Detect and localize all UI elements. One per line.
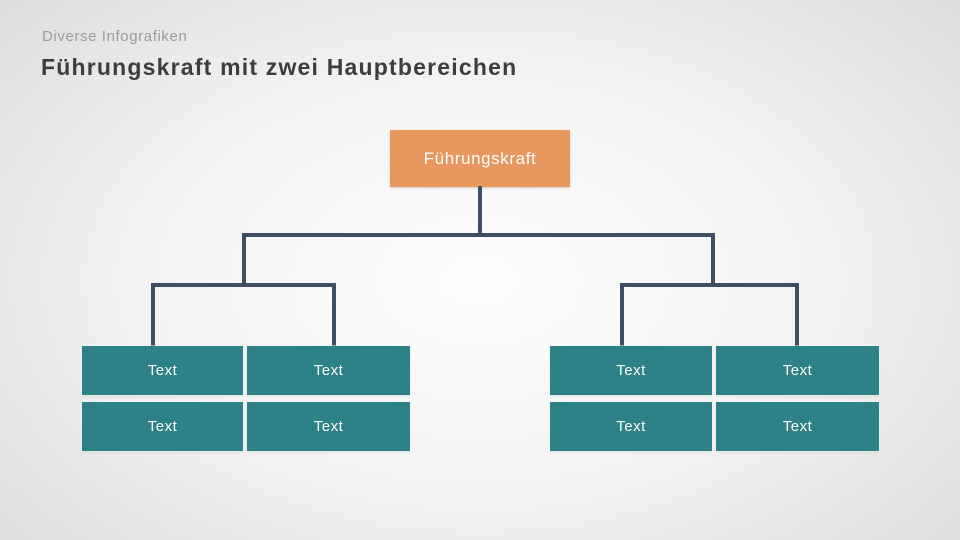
org-child-box: Text [247, 402, 410, 451]
page-title: Führungskraft mit zwei Hauptbereichen [41, 54, 518, 80]
connector-level1-bracket [242, 233, 715, 287]
org-child-box: Text [716, 402, 879, 451]
org-root-box: Führungskraft [390, 130, 570, 187]
org-child-box: Text [82, 346, 243, 395]
org-child-box: Text [247, 346, 410, 395]
org-child-box: Text [550, 346, 712, 395]
org-child-box: Text [550, 402, 712, 451]
org-child-box: Text [82, 402, 243, 451]
connector-left-group-bracket [151, 283, 336, 346]
org-child-box: Text [716, 346, 879, 395]
connector-right-group-bracket [620, 283, 799, 346]
slide-subtitle: Diverse Infografiken [42, 28, 188, 45]
connector-root-stem [478, 186, 482, 237]
